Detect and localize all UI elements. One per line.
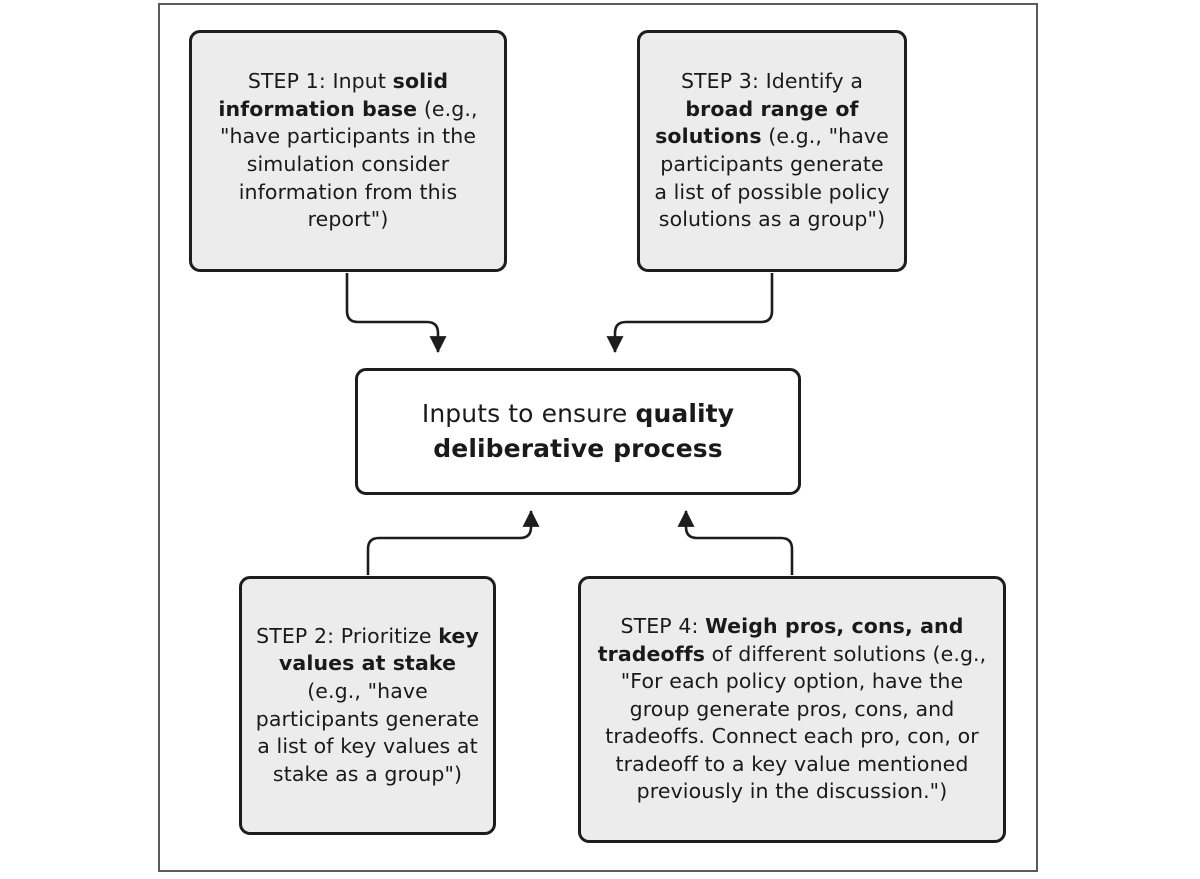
node-center-outcome[interactable]: Inputs to ensure quality deliberative pr… — [355, 368, 801, 495]
node-center-outcome-label: Inputs to ensure quality deliberative pr… — [421, 399, 735, 463]
node-step-4[interactable]: STEP 4: Weigh pros, cons, and tradeoffs … — [578, 576, 1006, 843]
node-step-2[interactable]: STEP 2: Prioritize key values at stake (… — [239, 576, 496, 835]
node-step-1[interactable]: STEP 1: Input solid information base (e.… — [189, 30, 507, 272]
node-step-3-label: STEP 3: Identify a broad range of soluti… — [654, 69, 890, 232]
node-step-1-label: STEP 1: Input solid information base (e.… — [218, 69, 478, 232]
node-step-4-label: STEP 4: Weigh pros, cons, and tradeoffs … — [597, 614, 987, 804]
node-step-2-label: STEP 2: Prioritize key values at stake (… — [255, 623, 480, 786]
node-step-3[interactable]: STEP 3: Identify a broad range of soluti… — [637, 30, 907, 272]
